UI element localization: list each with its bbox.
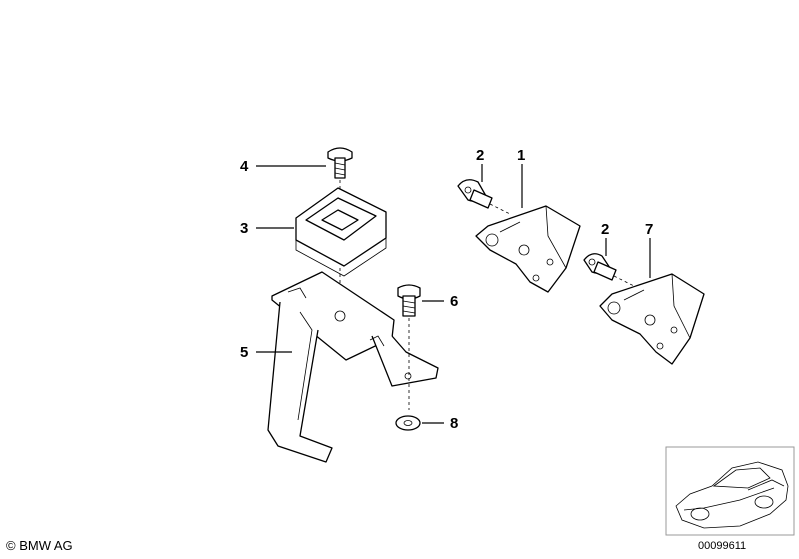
- vehicle-thumbnail: [665, 446, 795, 536]
- callout-2-upper: 2: [476, 147, 484, 164]
- callout-8: 8: [450, 415, 458, 432]
- callout-2-lower: 2: [601, 221, 609, 238]
- part-2-bolt-lower: [583, 253, 635, 287]
- callout-3: 3: [240, 220, 248, 237]
- part-1-bracket: [475, 205, 581, 293]
- part-5-bracket: [267, 271, 439, 463]
- part-8-washer: [395, 415, 421, 431]
- part-2-bolt-upper: [457, 179, 511, 215]
- callout-7: 7: [645, 221, 653, 238]
- callout-1: 1: [517, 147, 525, 164]
- leader-lines: [256, 164, 651, 424]
- callout-4: 4: [240, 158, 249, 175]
- part-4-screw: [327, 147, 353, 212]
- part-3-rubber-mount: [295, 187, 387, 312]
- copyright-text: © BMW AG: [6, 538, 73, 553]
- part-6-bolt: [397, 284, 421, 410]
- part-7-bracket: [599, 273, 705, 365]
- callout-5: 5: [240, 344, 248, 361]
- document-number: 00099611: [698, 540, 747, 552]
- callout-6: 6: [450, 293, 458, 310]
